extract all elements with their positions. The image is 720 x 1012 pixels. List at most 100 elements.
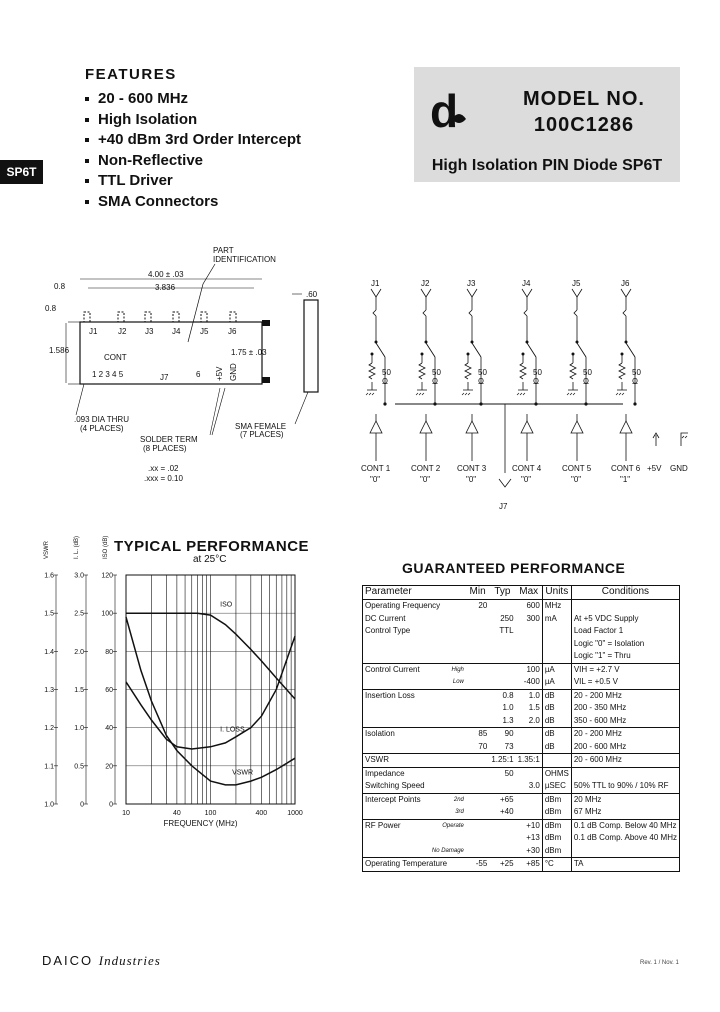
- param-cell: Operating Temperature: [362, 857, 466, 871]
- feature-item: High Isolation: [85, 110, 301, 131]
- control-label: CONT 5: [562, 464, 592, 473]
- max-cell: [516, 741, 543, 754]
- min-cell: [466, 625, 489, 638]
- cond-cell: 20 - 200 MHz: [570, 727, 680, 741]
- solder-note: SOLDER TERM: [140, 435, 198, 444]
- driver-icon: [419, 420, 433, 434]
- feature-item: 20 - 600 MHz: [85, 89, 301, 110]
- param-cell: [363, 702, 466, 715]
- pin6-label: 6: [196, 370, 201, 379]
- typical-performance-subtitle: at 25°C: [193, 554, 227, 565]
- gnd-label: GND: [229, 363, 238, 381]
- axis-tick-label: 80: [105, 649, 113, 656]
- switch-branch: J550ΩCONT 5"0": [562, 279, 592, 484]
- cond-cell: 200 - 350 MHz: [570, 702, 680, 715]
- units-cell: dB: [541, 727, 572, 741]
- param-cell: Isolation: [362, 727, 466, 741]
- model-box: d MODEL NO. 100C1286 High Isolation PIN …: [414, 67, 680, 182]
- max-cell: 600: [526, 601, 540, 610]
- depth-dim: .60: [306, 290, 318, 299]
- bullet-icon: [85, 179, 89, 184]
- supply-arrow-icon: [652, 432, 660, 446]
- side-view-outline: [303, 299, 319, 393]
- switch-arm: [576, 342, 587, 358]
- typ-cell: [489, 818, 516, 832]
- resistor-icon: [569, 362, 577, 380]
- units-cell: [541, 637, 572, 650]
- resistor-value: 50: [432, 368, 441, 377]
- control-label: CONT 3: [457, 464, 487, 473]
- table-row: Logic "0" = Isolation: [363, 637, 680, 651]
- series-line: [126, 612, 296, 700]
- max-cell: [516, 638, 543, 651]
- max-cell: [516, 806, 543, 819]
- schem-ground-icon: [680, 432, 688, 446]
- min-cell: [465, 818, 490, 832]
- cond-cell: [570, 844, 680, 858]
- cond-cell: [570, 766, 680, 780]
- model-label: MODEL NO.: [523, 88, 645, 110]
- bullet-icon: [85, 199, 89, 204]
- holes-note-2: (4 PLACES): [80, 424, 124, 433]
- units-cell: µA: [541, 676, 572, 689]
- bullet-icon: [85, 138, 89, 143]
- diode-icon: [422, 309, 427, 317]
- ground-icon: [566, 389, 578, 396]
- model-subtitle: High Isolation PIN Diode SP6T: [431, 157, 663, 174]
- param-cell: Switching Speed: [365, 781, 425, 790]
- bullet-icon: [85, 158, 89, 163]
- schematic-diagram: J150ΩCONT 1"0"J250ΩCONT 2"0"J350ΩCONT 3"…: [361, 279, 688, 511]
- cond-cell: 0.1 dB Comp. Below 40 MHz: [570, 818, 680, 832]
- x-axis-title: FREQUENCY (MHz): [163, 819, 237, 828]
- ground-icon: [365, 389, 377, 396]
- feature-item: Non-Reflective: [85, 151, 301, 172]
- j7-connector-icon: [498, 478, 512, 488]
- param-cell: Impedance: [362, 766, 466, 780]
- switch-arm: [471, 342, 482, 358]
- control-label: CONT 6: [611, 464, 641, 473]
- table-header: Units: [541, 585, 572, 600]
- max-cell: [515, 792, 543, 806]
- axis-tick-label: 3.0: [74, 573, 84, 580]
- axis-tick-label: 1.0: [44, 802, 54, 809]
- param-cell: Insertion Loss: [362, 688, 466, 702]
- min-cell: [466, 613, 489, 626]
- table-header: Typ: [489, 585, 516, 600]
- axis-tick-label: 1.3: [44, 687, 54, 694]
- units-cell: µSEC: [541, 780, 572, 793]
- typ-cell: [489, 662, 516, 676]
- param-cell: 3rd: [455, 809, 464, 815]
- series-line: [125, 616, 296, 786]
- resistor-value: 50: [632, 368, 641, 377]
- control-label: CONT 1: [361, 464, 391, 473]
- max-cell: 2.0: [528, 715, 540, 725]
- table-header: Parameter: [362, 585, 466, 600]
- units-cell: dBm: [541, 818, 572, 832]
- schem-j7: J7: [499, 502, 508, 511]
- units-cell: dBm: [541, 806, 572, 819]
- feature-item: +40 dBm 3rd Order Intercept: [85, 130, 301, 151]
- typical-performance-title: TYPICAL PERFORMANCE: [114, 538, 310, 555]
- units-cell: MHz: [541, 599, 572, 613]
- min-cell: [465, 792, 490, 806]
- part-id-leader: [187, 263, 216, 343]
- max-cell: 1.35:1: [515, 753, 543, 767]
- param-cell: DC Current: [365, 613, 406, 623]
- control-state: "0": [466, 475, 476, 484]
- switch-branch: J450ΩCONT 4"0": [512, 279, 542, 484]
- resistor-icon: [519, 362, 527, 380]
- bullet-icon: [85, 117, 89, 122]
- bus-junction: [479, 402, 483, 406]
- axis-tick-label: 100: [101, 611, 113, 618]
- min-cell: 20: [478, 601, 488, 610]
- connector-row: [83, 311, 237, 323]
- typ-cell: 0.8: [489, 688, 516, 702]
- typ-cell: [489, 832, 515, 845]
